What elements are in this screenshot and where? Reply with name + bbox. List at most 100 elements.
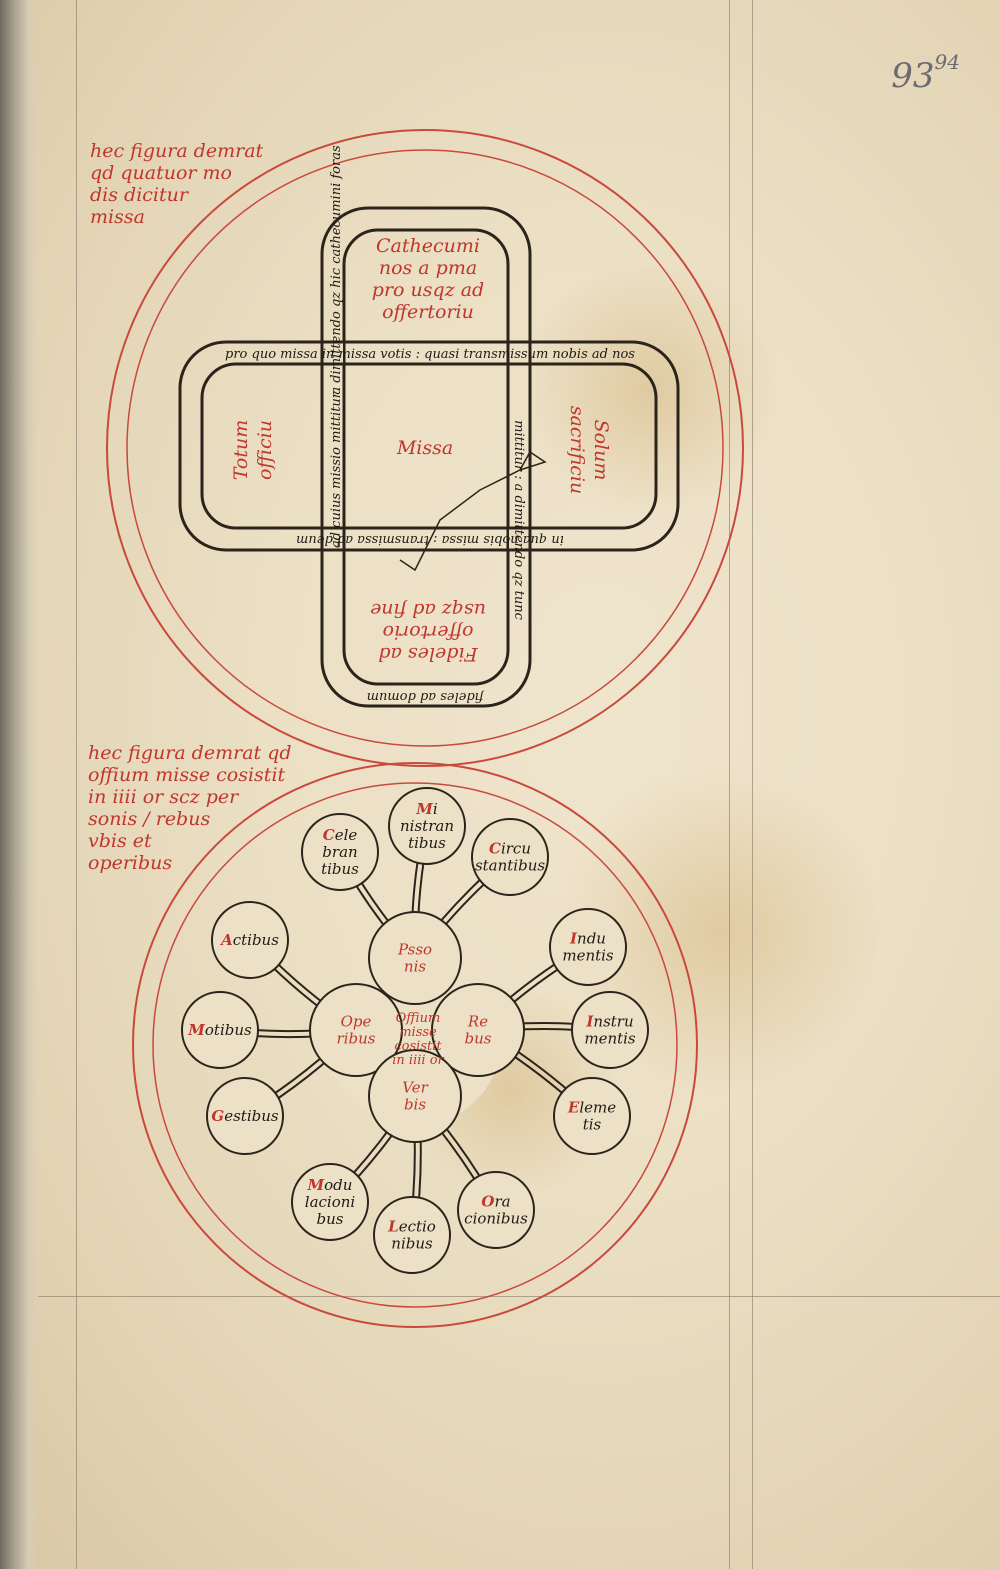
leaf-celebrantibus-line-1: Cele [323,826,358,844]
center-text-line-1: Offium [396,1011,441,1026]
hub-right-line-1: Re [467,1013,488,1031]
leaf-actibus-line-1: Actibus [219,931,279,949]
leaf-motibus-line-1: Motibus [187,1021,252,1039]
quadrant-top-line-3: pro usqz ad [372,279,484,301]
leaf-modulationibus-line-3: bus [317,1210,344,1228]
leaf-modulationibus-line-1: Modu [307,1176,353,1194]
leaf-motibus: Motibus [181,991,259,1069]
rubric-top: hec figura demrat qd quatuor mo dis dici… [90,140,264,228]
leaf-ministrantibus-line-2: nistran [400,817,454,835]
band-text-horizontal-bottom: in qua nobis missa : transmissa ad deum [296,532,564,547]
leaf-elementis-line-2: tis [583,1116,602,1134]
quadrant-top-line-2: nos a pma [379,257,477,279]
ruling-line-right [752,0,753,1569]
quadrant-left-line-1: Totum [230,420,252,481]
center-text-line-4: in iiii or [392,1053,444,1068]
figure-missa-loops: ad cuius missio mittitur a dimittendo qz… [106,129,744,767]
hub-right-line-2: bus [465,1030,492,1048]
leaf-indumentis-line-2: mentis [562,947,614,965]
quadrant-bottom-line-2: offertorio [383,621,474,643]
quadrant-center: Missa [396,437,453,459]
folio-sup: 94 [934,50,960,74]
leaf-celebrantibus-disc [301,813,379,891]
quadrant-top-line-4: offertoriu [382,301,474,323]
leaf-gestibus: Gestibus [206,1077,284,1155]
hub-right-disc [431,983,525,1077]
band-text-vertical-bottom: fideles ad domum [367,689,485,704]
quadrant-left-line-2: officiu [254,420,276,480]
leaf-instrumentis-line-1: Instru [585,1013,633,1031]
leaf-orationibus-line-1: Ora [481,1193,510,1211]
leaf-celebrantibus-line-2: bran [322,843,357,861]
center-text-line-3: cosistit [394,1039,442,1054]
band-text-vertical-top: a dimittendo qz hic cathecumini foras [329,145,344,395]
band-text-vertical-right: mittitur : a dimittendo qz tunc [511,420,526,620]
leaf-lectionibus-disc [373,1196,451,1274]
quadrant-top-line-1: Cathecumi [376,235,480,257]
rubric-bottom: hec figura demrat qd offium misse cosist… [88,742,292,874]
hub-left-line-2: ribus [337,1030,376,1048]
leaf-indumentis-disc [549,908,627,986]
hub-top-disc [368,911,462,1005]
quadrant-bottom-line-3: usqz ad fine [370,599,486,621]
leaf-orationibus-disc [457,1171,535,1249]
stain [520,260,780,520]
binding-gutter [0,0,38,1569]
folio-number: 9394 [891,50,960,96]
leaf-celebrantibus-line-3: tibus [321,860,359,878]
leaf-modulationibus-line-2: lacioni [305,1193,356,1211]
hub-left-disc [309,983,403,1077]
leaf-modulationibus-disc [291,1163,369,1241]
hub-bottom-line-1: Ver [402,1079,428,1097]
leaf-gestibus-line-1: Gestibus [211,1107,278,1125]
band-text-horizontal-top: pro quo missa in missa votis : quasi tra… [225,347,635,362]
leaf-circumstantibus-line-1: Circu [489,840,531,858]
leaf-gestibus-disc [206,1077,284,1155]
folio-main: 93 [891,56,935,96]
leaf-motibus-disc [181,991,259,1069]
quadrant-bottom-line-1: Fideles ad [378,643,478,665]
quadrant-right-line-1: Solum [590,420,612,481]
leaf-elementis-line-1: Eleme [567,1099,616,1117]
leaf-orationibus-line-2: cionibus [464,1210,528,1228]
leaf-actibus-disc [211,901,289,979]
leaf-circumstantibus-disc [471,818,549,896]
ruling-line-left [76,0,77,1569]
hub-top-line-1: Psso [397,941,432,959]
leaf-indumentis-line-1: Indu [569,930,606,948]
hub-bottom-line-2: bis [404,1096,426,1114]
leaf-elementis-disc [553,1077,631,1155]
leaf-ministrantibus-line-3: tibus [408,834,446,852]
hub-top-line-2: nis [404,958,426,976]
leaf-ministrantibus-line-1: Mi [415,800,438,818]
band-text-vertical-left: ad cuius missio mittitur [329,391,344,548]
hub-bottom-disc [368,1049,462,1143]
leaf-lectionibus-line-1: Lectio [387,1218,436,1236]
leaf-actibus: Actibus [211,901,289,979]
leaf-ministrantibus-disc [388,787,466,865]
hub-left-line-1: Ope [341,1013,372,1031]
quadrant-right-line-2: sacrificiu [566,406,588,495]
ruling-line-bottom [38,1296,1000,1297]
leaf-lectionibus-line-2: nibus [391,1235,433,1253]
center-text-line-2: misse [399,1025,437,1040]
ruling-line-mid [729,0,730,1569]
leaf-instrumentis-disc [571,991,649,1069]
leaf-instrumentis-line-2: mentis [584,1030,636,1048]
leaf-circumstantibus-line-2: stantibus [475,857,545,875]
